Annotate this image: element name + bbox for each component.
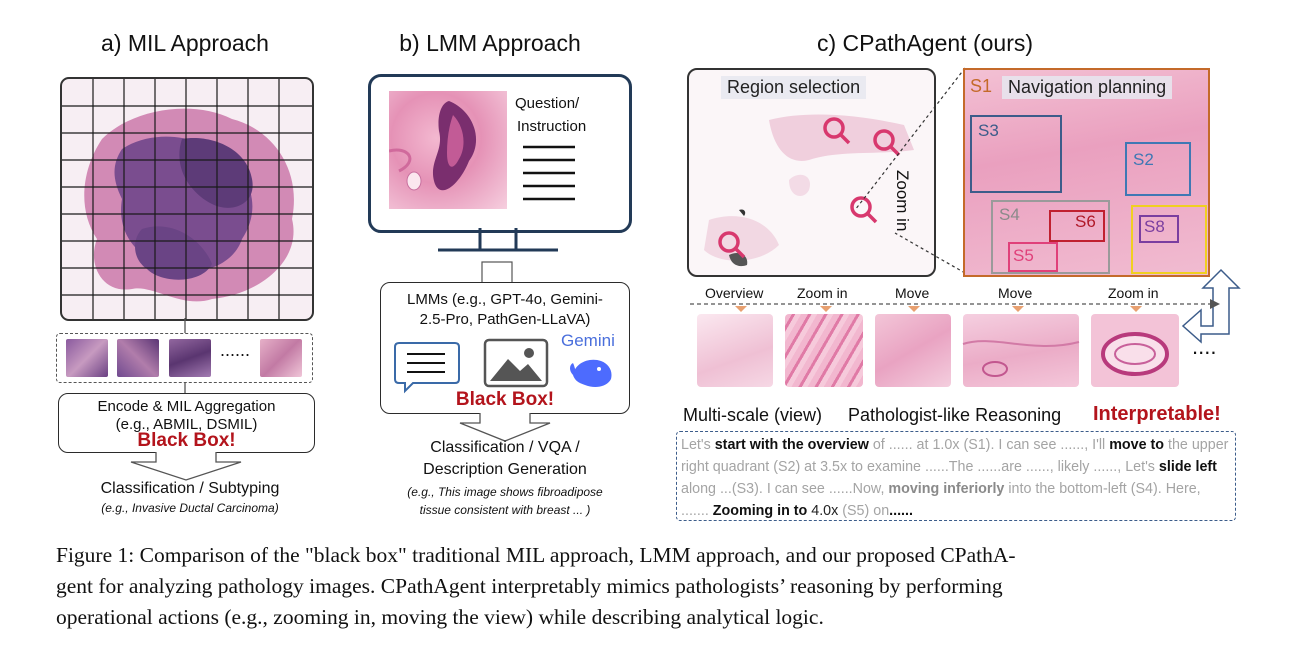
region-label-s4: S4 (999, 205, 1020, 224)
region-label-s5: S5 (1013, 246, 1034, 265)
navigation-planning-label: Navigation planning (1002, 76, 1173, 99)
question-label: Question/ (515, 95, 580, 112)
step-label-zoom-in-1: Zoom in (797, 285, 848, 301)
lmm-label-line1: LMMs (e.g., GPT-4o, Gemini- (407, 291, 603, 308)
panel-a-title: a) MIL Approach (101, 30, 269, 56)
deepseek-whale-icon (570, 359, 612, 387)
s1-tag: S1 (970, 76, 993, 96)
region-box-s6: S6 (1049, 210, 1105, 242)
step-label-zoom-in-2: Zoom in (1108, 285, 1159, 301)
text-lines-icon (523, 145, 575, 201)
region-label-s8: S8 (1144, 217, 1165, 236)
connector-line-a2 (184, 382, 186, 394)
mil-output-example: (e.g., Invasive Ductal Carcinoma) (101, 501, 279, 515)
lmm-label-line2: 2.5-Pro, PathGen-LLaVA) (419, 311, 591, 328)
region-box-s2: S2 (1125, 142, 1191, 196)
mil-output-label: Classification / Subtyping (100, 480, 280, 497)
connector-line-a1 (184, 318, 186, 333)
thumbnail-zoom-1 (785, 314, 863, 387)
down-arrow-a (130, 452, 242, 481)
lmm-output-line1: Classification / VQA / (430, 439, 580, 456)
reasoning-text-run: into the bottom-left (S4). Here, ....... (681, 481, 1201, 519)
gemini-label: Gemini (561, 331, 615, 350)
timeline-arrow (690, 299, 1220, 312)
reasoning-text-run: Zooming in to (712, 503, 808, 519)
monitor-screen: Question/ Instruction (368, 74, 632, 233)
region-box-s8: S8 (1139, 215, 1179, 243)
region-box-s5: S5 (1008, 242, 1058, 272)
figure-caption-line2: gent for analyzing pathology images. CPa… (56, 574, 1003, 598)
figure-caption-line3: operational actions (e.g., zooming in, m… (56, 605, 824, 629)
label-multiscale: Multi-scale (view) (683, 405, 823, 425)
pathology-image (389, 91, 507, 209)
zoom-projection-lines (854, 67, 966, 274)
region-selection-label: Region selection (721, 76, 867, 99)
reasoning-text-run: (S5) (842, 503, 870, 519)
region-box-s4: S4 (991, 200, 1110, 274)
navigation-planning-image: S1 Navigation planning S3 S2 S4 S6 S8 S5 (963, 68, 1210, 277)
lmm-output-example-line1: (e.g., This image shows fibroadipose (407, 485, 603, 499)
panel-c-title: c) CPathAgent (ours) (816, 30, 1034, 56)
thumbnail-move-1 (875, 314, 951, 387)
patch-image (117, 339, 159, 377)
black-box-label-b: Black Box! (455, 389, 555, 410)
region-label-s2: S2 (1133, 150, 1154, 169)
lmm-output-line2: Description Generation (423, 461, 587, 478)
patch-image (169, 339, 211, 377)
reasoning-text-run: on (869, 503, 890, 519)
down-arrow-b (459, 413, 551, 442)
more-steps-ellipsis: .... (1192, 334, 1217, 359)
step-label-move-2: Move (998, 285, 1033, 301)
aggregation-label: Encode & MIL Aggregation (97, 398, 276, 415)
black-box-label-a: Black Box! (137, 430, 236, 451)
patch-image (260, 339, 302, 377)
step-label-move-1: Move (895, 285, 930, 301)
reasoning-text-run: 4.0x (807, 503, 843, 519)
region-label-s6: S6 (1075, 212, 1096, 231)
reasoning-text-run: move to (1109, 437, 1165, 453)
chat-bubble-icon (394, 342, 460, 394)
reasoning-text-box: Let's start with the overview of ...... … (676, 431, 1236, 521)
reasoning-text-run: the upper right quadrant (S2) at 3.5x to… (681, 437, 1229, 475)
uturn-arrow (1181, 268, 1241, 344)
wsi-tissue-graphic (62, 79, 312, 319)
reasoning-text-run: Let's (681, 437, 715, 453)
zoom-in-vertical-label: Zoom in (893, 170, 912, 232)
reasoning-text-run: start with the overview (714, 437, 869, 453)
patch-row: ...... (56, 333, 313, 383)
region-box-s8-outer: S8 (1131, 205, 1207, 274)
reasoning-text-run: ...... (889, 503, 913, 519)
reasoning-text-run: along ...(S3). I can see ......Now, (681, 481, 889, 497)
panel-b-title: b) LMM Approach (399, 30, 581, 56)
figure-caption-line1: Figure 1: Comparison of the "black box" … (56, 543, 1016, 567)
thumbnail-zoom-2 (1091, 314, 1179, 387)
duct-closeup-graphic (1101, 332, 1169, 376)
image-icon (483, 338, 549, 388)
thumbnail-move-2 (962, 314, 1080, 387)
region-box-s3: S3 (970, 115, 1062, 193)
vessel-graphic (962, 340, 1080, 377)
aggregation-examples: (e.g., ABMIL, DSMIL) (115, 416, 258, 433)
label-reasoning: Pathologist-like Reasoning (848, 405, 1062, 425)
label-interpretable: Interpretable! (1093, 403, 1221, 425)
step-label-overview: Overview (705, 285, 764, 301)
patch-image (66, 339, 108, 377)
duct-graphic (389, 101, 477, 191)
wsi-overview-graphic (704, 114, 914, 267)
reasoning-text-run: of ...... at 1.0x (S1). I can see ......… (868, 437, 1110, 453)
reasoning-text-run: moving inferiorly (888, 481, 1005, 497)
instruction-label: Instruction (517, 118, 587, 135)
region-selection-image: Region selection (687, 68, 936, 277)
monitor-stand-icon (438, 228, 558, 252)
reasoning-text-run: slide left (1158, 459, 1217, 475)
lmm-output-example-line2: tissue consistent with breast ... ) (419, 503, 591, 517)
region-label-s3: S3 (978, 121, 999, 140)
aggregation-box: Encode & MIL Aggregation (e.g., ABMIL, D… (58, 393, 315, 453)
thumbnail-overview (697, 314, 773, 387)
wsi-grid-image (60, 77, 314, 321)
lmm-box: LMMs (e.g., GPT-4o, Gemini- 2.5-Pro, Pat… (380, 282, 630, 414)
patch-ellipsis: ...... (220, 340, 251, 360)
